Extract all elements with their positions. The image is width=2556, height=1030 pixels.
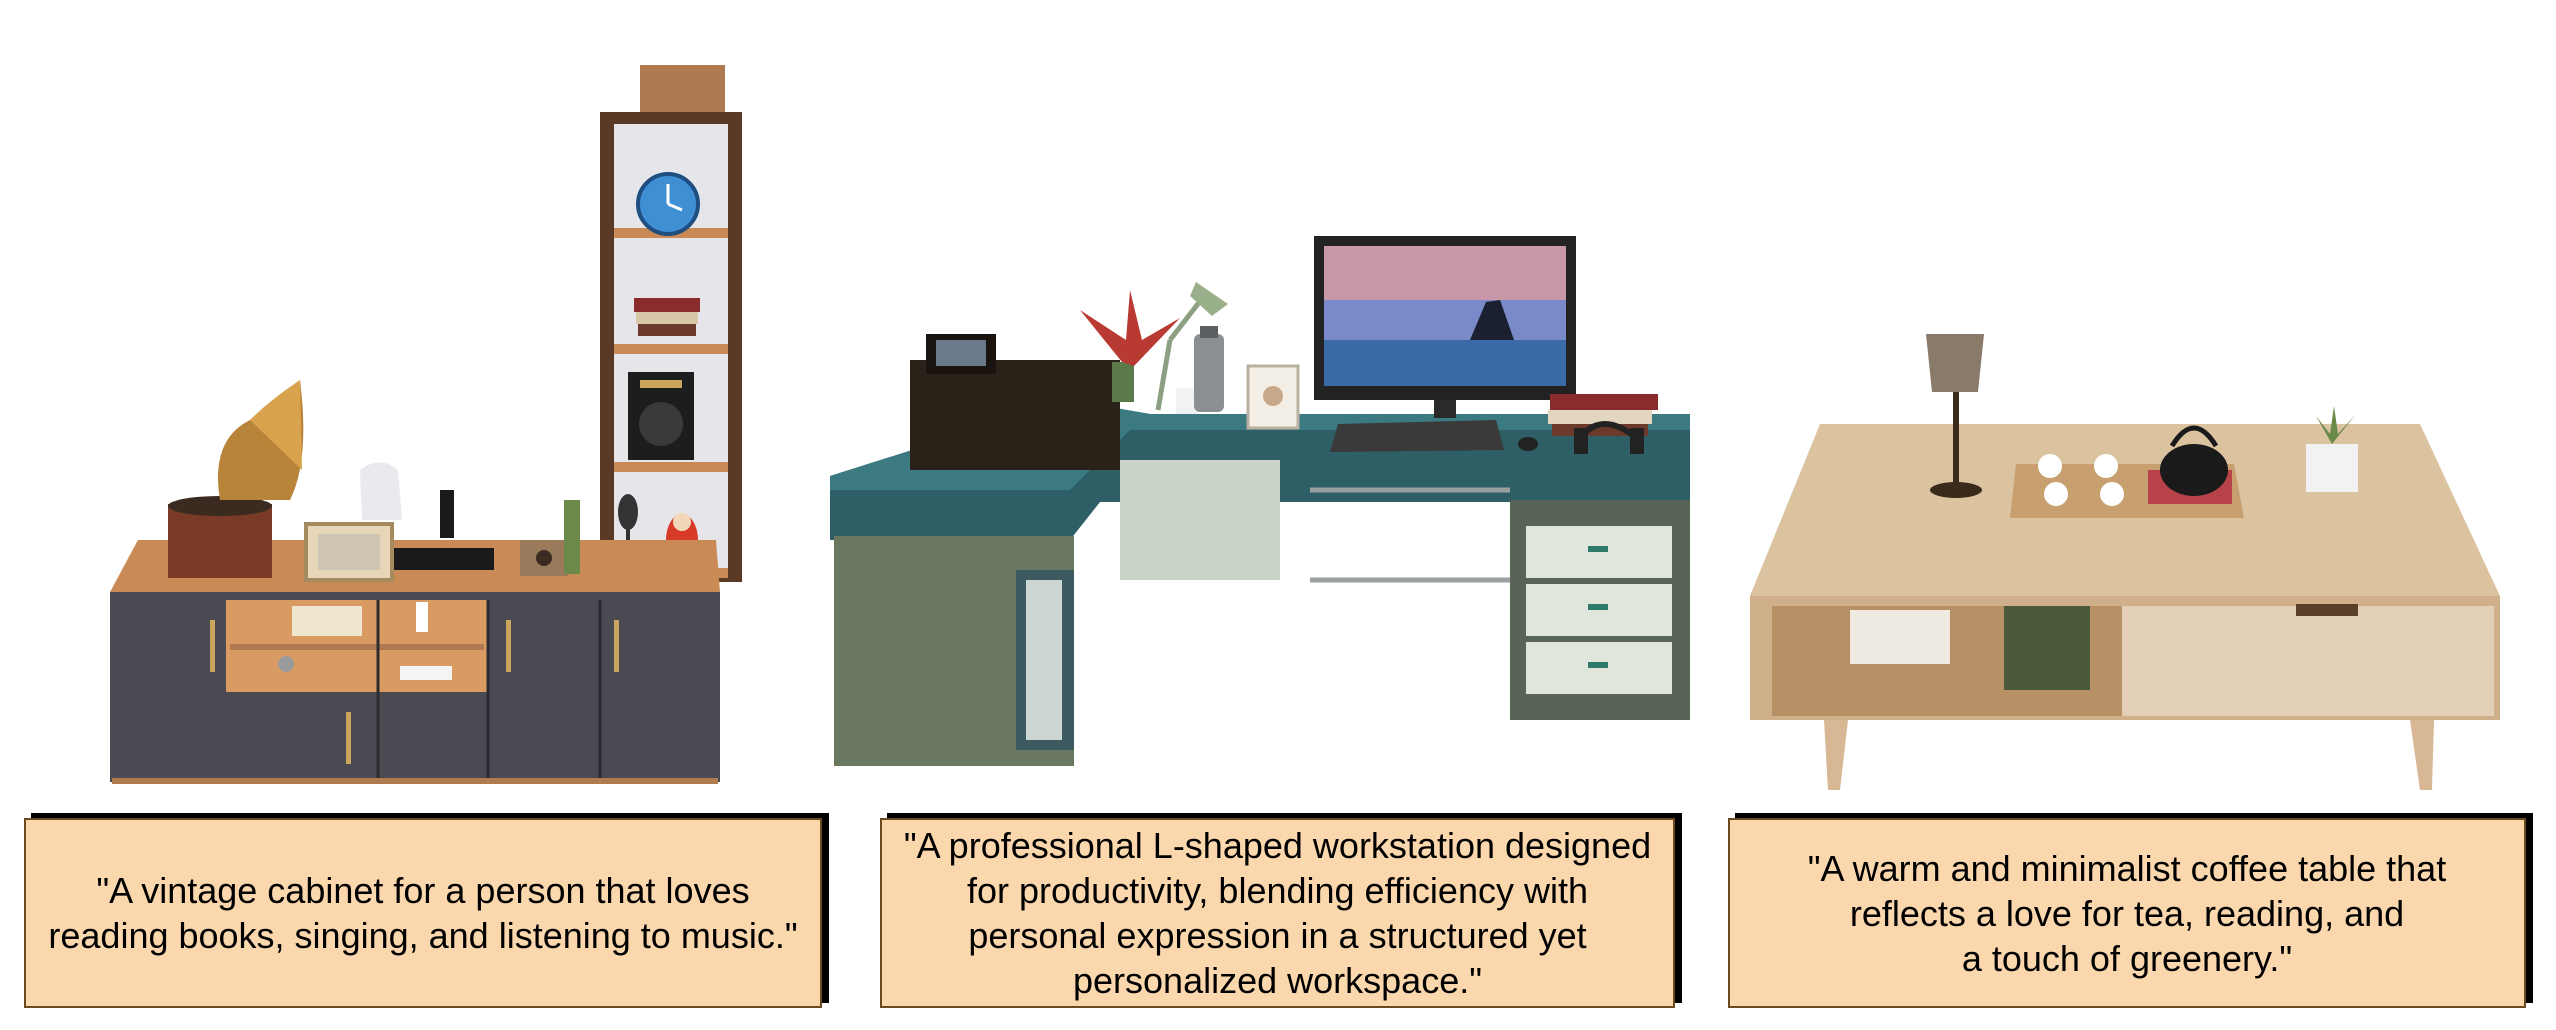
cabinet-illustration [110, 65, 742, 784]
book-stack-icon [1850, 606, 2090, 690]
succulent-plant-icon [2306, 406, 2358, 492]
books-stack-icon [634, 298, 700, 336]
caption-coffee-table: "A warm and minimalist coffee table that… [1728, 818, 2526, 1008]
coffee-table-illustration [1750, 334, 2500, 790]
keyboard-icon [1330, 420, 1504, 452]
caption-cabinet: "A vintage cabinet for a person that lov… [24, 818, 822, 1008]
caption-workstation-text: "A professional L-shaped workstation des… [903, 825, 1652, 1001]
table-lamp-icon [1926, 334, 1984, 498]
photo-frame-icon [304, 522, 394, 582]
gramophone-icon [168, 380, 304, 578]
monitor-icon [1314, 236, 1576, 418]
shelf-items [278, 602, 452, 680]
water-bottle-icon [1194, 326, 1224, 412]
desk-scene [830, 0, 1710, 800]
angel-figurine-icon [360, 462, 402, 520]
speaker-icon [628, 372, 694, 460]
printer-icon [910, 334, 1120, 470]
record-player-icon [394, 490, 494, 570]
desk-lamp-icon [1155, 282, 1228, 411]
desk-illustration [830, 236, 1690, 766]
blue-clock-icon [636, 172, 700, 236]
caption-coffee-table-text: "A warm and minimalist coffee table that… [1807, 847, 2447, 979]
caption-cabinet-text: "A vintage cabinet for a person that lov… [48, 870, 798, 956]
headphones-icon [1574, 421, 1644, 454]
cabinet-scene [0, 0, 830, 800]
potted-plant-icon [1080, 290, 1180, 402]
teapot-icon [2160, 425, 2228, 496]
mouse-icon [1518, 437, 1538, 451]
coffee-table-scene [1710, 0, 2556, 800]
picture-frame-icon [1246, 364, 1300, 430]
mug-icon [1176, 388, 1198, 414]
radio-icon [520, 500, 580, 576]
caption-workstation: "A professional L-shaped workstation des… [880, 818, 1675, 1008]
